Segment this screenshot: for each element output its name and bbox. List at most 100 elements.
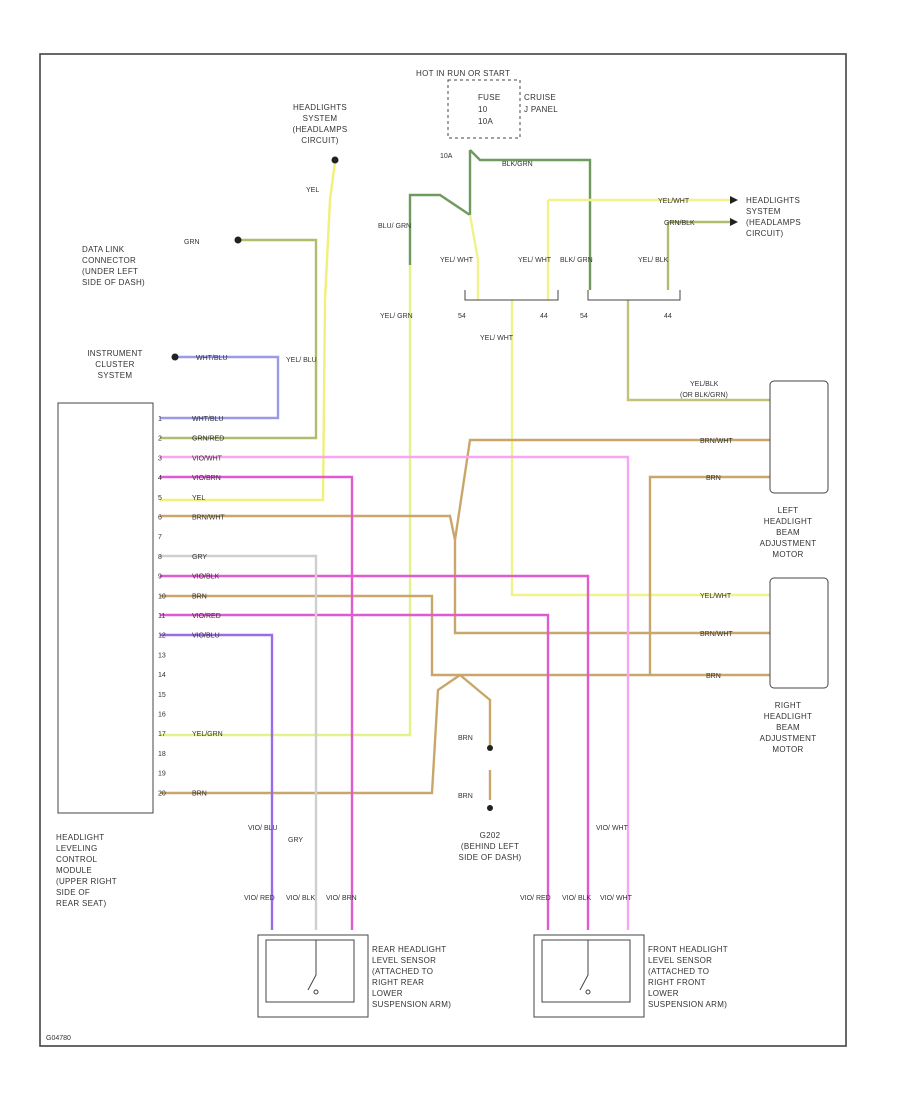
- label-yel-wht-relay: YEL/ WHT: [440, 257, 474, 264]
- right-motor-box: [769, 577, 829, 689]
- module-wire-label-10: BRN: [192, 593, 207, 600]
- module-wire-label-6: BRN/WHT: [192, 515, 225, 522]
- relay-pin-1: 54: [458, 313, 466, 320]
- label-rear-sensor-0: REAR HEADLIGHT: [372, 945, 446, 954]
- label-blk-grn-top: BLK/GRN: [502, 161, 533, 168]
- module-wire-label-2: GRN/RED: [192, 436, 224, 443]
- label-fuse-0: FUSE: [478, 93, 501, 102]
- relay-pin-2: 44: [540, 313, 548, 320]
- label-datalink-3: SIDE OF DASH): [82, 278, 145, 287]
- dot-ground-1: [487, 745, 493, 751]
- label-brn-motor-2: BRN: [706, 673, 721, 680]
- wire-brn-3: [160, 673, 492, 795]
- fuse-box: [447, 79, 521, 139]
- label-ground-0: G202: [480, 831, 501, 840]
- dot-instrument: [171, 353, 179, 361]
- wire-blu-grn: [408, 193, 471, 265]
- label-brn-ground-1: BRN: [458, 735, 473, 742]
- arrow-grn-blk: [730, 218, 738, 226]
- label-module-3: MODULE: [56, 866, 92, 875]
- module-pin-12: 12: [158, 633, 166, 640]
- label-module-0: HEADLIGHT: [56, 833, 105, 842]
- wire-vio-brn: [160, 475, 354, 930]
- label-module-5: SIDE OF: [56, 888, 90, 897]
- wire-vio-red: [160, 613, 550, 930]
- module-pin-1: 1: [158, 416, 162, 423]
- wire-grn-datalink: [160, 238, 318, 440]
- module-wire-label-3: VIO/WHT: [192, 455, 223, 462]
- module-pin-20: 20: [158, 790, 166, 797]
- label-front-vio-wht: VIO/ WHT: [600, 895, 633, 902]
- wire-brn-2: [648, 475, 770, 675]
- label-front-sensor-5: SUSPENSION ARM): [648, 1000, 727, 1009]
- label-datalink-0: DATA LINK: [82, 245, 125, 254]
- label-vio-blu-sensor: VIO/ BLU: [248, 825, 278, 832]
- wire-vio-blk: [160, 574, 590, 930]
- module-wire-label-11: VIO/RED: [192, 613, 221, 620]
- diagram-frame: [39, 53, 847, 1047]
- label-rear-sensor-5: SUSPENSION ARM): [372, 1000, 451, 1009]
- label-right-motor-1: HEADLIGHT: [764, 712, 813, 721]
- dot-ground-2: [487, 805, 493, 811]
- label-yel-wht-right: YEL/WHT: [658, 198, 690, 205]
- label-headlight-right-1: SYSTEM: [746, 207, 781, 216]
- label-blu-grn: BLU/ GRN: [378, 223, 411, 230]
- arrow-yel-wht: [730, 196, 738, 204]
- label-fuse-1: 10: [478, 105, 488, 114]
- module-pin-10: 10: [158, 593, 166, 600]
- label-yel-wht-relay-2: YEL/ WHT: [518, 257, 552, 264]
- label-cruise-1: J PANEL: [524, 105, 558, 114]
- label-headlight-right-0: HEADLIGHTS: [746, 196, 800, 205]
- label-headlight-top-3: CIRCUIT): [301, 136, 339, 145]
- wire-blk-grn-fuse: [469, 149, 592, 290]
- label-instrument-0: INSTRUMENT: [87, 349, 142, 358]
- module-wire-label-5: YEL: [192, 495, 205, 502]
- label-right-motor-2: BEAM: [776, 723, 800, 732]
- label-fuse-2: 10A: [478, 117, 493, 126]
- label-rear-vio-brn: VIO/ BRN: [326, 895, 357, 902]
- label-module-2: CONTROL: [56, 855, 97, 864]
- label-or-blk-grn: (OR BLK/GRN): [680, 392, 728, 399]
- label-left-motor-0: LEFT: [778, 506, 799, 515]
- module-wire-label-17: YEL/GRN: [192, 731, 223, 738]
- dot-datalink: [234, 236, 242, 244]
- module-pin-4: 4: [158, 475, 162, 482]
- label-grn: GRN: [184, 239, 200, 246]
- wire-wht-blu: [160, 355, 280, 420]
- label-gry-sensor: GRY: [288, 837, 303, 844]
- label-datalink-2: (UNDER LEFT: [82, 267, 138, 276]
- label-yel-blk-motor: YEL/BLK: [690, 381, 719, 388]
- relay-brackets: [464, 290, 681, 301]
- label-headlight-top-2: (HEADLAMPS: [292, 125, 347, 134]
- label-headlight-top-0: HEADLIGHTS: [293, 103, 347, 112]
- wire-yel-grn: [160, 265, 412, 737]
- module-pin-11: 11: [158, 613, 165, 620]
- label-instrument-2: SYSTEM: [98, 371, 133, 380]
- control-module-box: [57, 402, 154, 814]
- wires: [160, 149, 770, 930]
- module-pin-15: 15: [158, 692, 166, 699]
- label-10a: 10A: [440, 153, 453, 160]
- label-front-vio-red: VIO/ RED: [520, 895, 551, 902]
- label-hot-in-run: HOT IN RUN OR START: [416, 69, 510, 78]
- module-wire-label-4: VIO/BRN: [192, 475, 221, 482]
- wire-brn-wht-2: [453, 540, 770, 635]
- dot-headlight-top: [331, 156, 339, 164]
- module-wire-label-8: GRY: [192, 554, 207, 561]
- label-headlight-top-1: SYSTEM: [303, 114, 338, 123]
- label-rear-vio-blk: VIO/ BLK: [286, 895, 316, 902]
- front-sensor-switch: [579, 940, 591, 995]
- label-cruise-0: CRUISE: [524, 93, 556, 102]
- label-front-sensor-4: LOWER: [648, 989, 679, 998]
- text-labels: HEADLIGHTS SYSTEM (HEADLAMPS CIRCUIT) HO…: [46, 69, 816, 1042]
- label-rear-vio-red: VIO/ RED: [244, 895, 275, 902]
- label-rear-sensor-3: RIGHT REAR: [372, 978, 424, 987]
- label-ground-1: (BEHIND LEFT: [461, 842, 519, 851]
- label-yel-wht-motor: YEL/WHT: [700, 593, 732, 600]
- label-footer-code: G04780: [46, 1035, 71, 1042]
- wire-brn-1: [160, 594, 770, 677]
- label-left-motor-2: BEAM: [776, 528, 800, 537]
- module-wire-label-1: WHT/BLU: [192, 416, 224, 423]
- module-pin-9: 9: [158, 574, 162, 581]
